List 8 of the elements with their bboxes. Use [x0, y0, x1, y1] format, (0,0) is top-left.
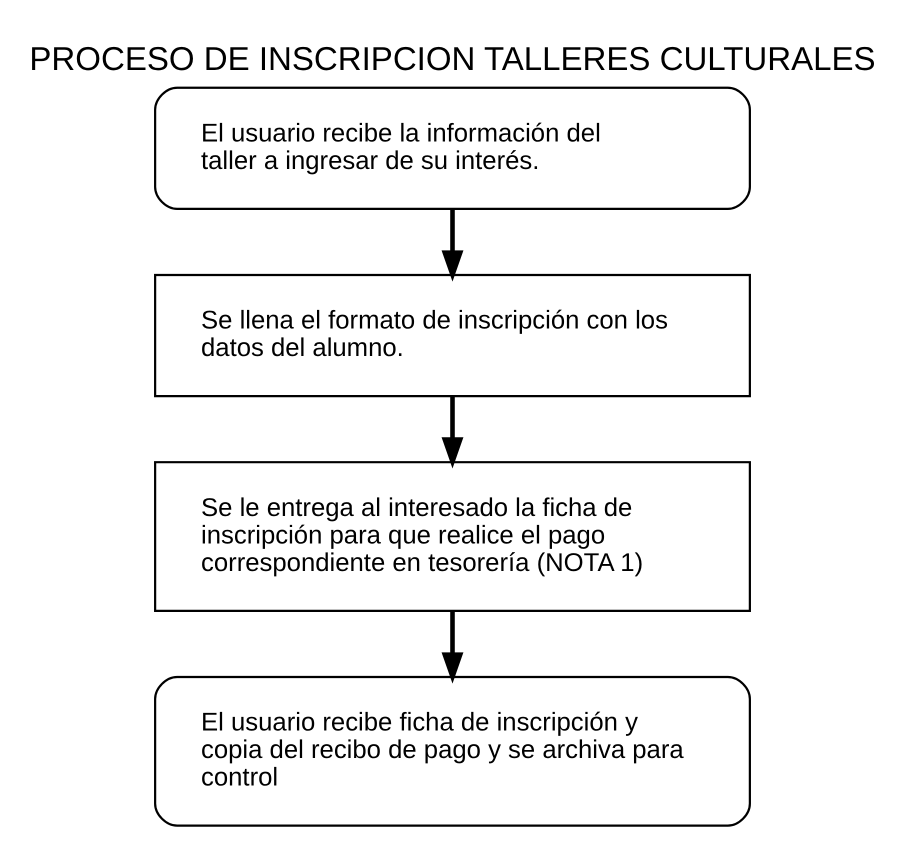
diagram-title: PROCESO DE INSCRIPCION TALLERES CULTURALES	[29, 40, 876, 78]
arrow	[442, 208, 464, 282]
arrow	[442, 610, 464, 684]
arrow	[442, 396, 464, 468]
node-box: Se llena el formato de inscripción con los datos del alumno.	[154, 273, 751, 397]
node-box: El usuario recibe la información del taller a ingresar de su interés.	[154, 86, 751, 210]
node-box: El usuario recibe ficha de inscripción y copia del recibo de pago y se archiva para control	[154, 675, 751, 826]
node-box: Se le entrega al interesado la ficha de inscripción para que realice el pago correspondiente en tesorería (NOTA 1)	[154, 460, 751, 612]
